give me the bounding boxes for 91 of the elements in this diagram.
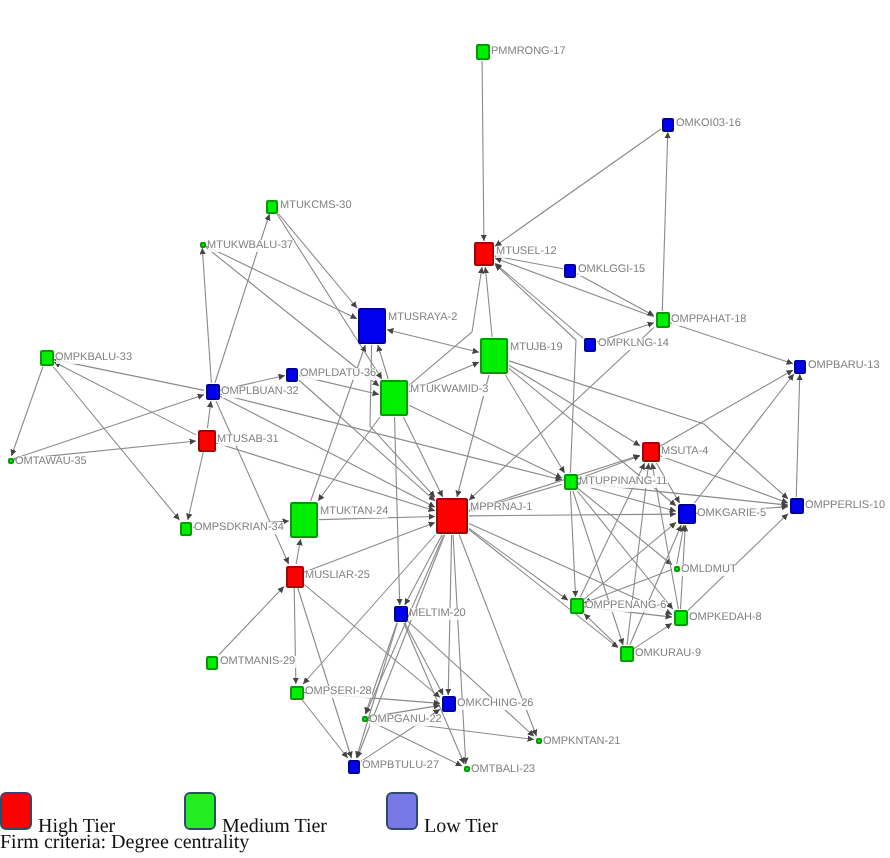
arrow [53, 361, 197, 436]
arrow [393, 416, 403, 606]
arrow [53, 357, 205, 391]
arrow [494, 257, 655, 318]
arrow [626, 462, 652, 646]
arrow [455, 374, 490, 498]
arrow [577, 487, 673, 566]
arrow [659, 369, 794, 447]
arrow [583, 568, 673, 604]
arrow [508, 360, 789, 500]
arrow [468, 528, 619, 649]
arrow [403, 622, 465, 765]
arrow [504, 374, 566, 474]
arrow [219, 393, 563, 482]
arrow [458, 534, 538, 737]
arrow [303, 521, 436, 573]
arrow [218, 585, 285, 656]
arrow [386, 328, 480, 354]
arrow [569, 490, 579, 598]
arrow [482, 266, 493, 338]
note-text: Firm criteria: Degree centrality [0, 832, 250, 856]
arrow [364, 622, 398, 715]
arrow [452, 534, 469, 765]
arrow [577, 483, 677, 513]
arrow [649, 462, 679, 610]
arrow [206, 400, 214, 429]
arrow [404, 622, 444, 696]
arrow [219, 395, 436, 508]
arrow [186, 451, 204, 521]
arrow [318, 513, 436, 521]
arrow [199, 247, 212, 384]
arrow [576, 273, 655, 317]
arrow [317, 416, 381, 502]
arrow [292, 587, 299, 685]
arrow [679, 524, 689, 610]
arrow [276, 213, 383, 380]
arrow [508, 364, 641, 447]
arrow [576, 490, 674, 610]
arrow [404, 534, 443, 606]
arrow [468, 326, 655, 501]
arrow [215, 442, 436, 512]
arrow [583, 521, 677, 600]
arrow [407, 620, 535, 737]
arrow [376, 344, 389, 380]
arrow [659, 455, 789, 504]
arrow [402, 416, 444, 498]
arrow [468, 527, 569, 601]
arrow [687, 513, 789, 611]
arrow [302, 534, 436, 685]
arrow [508, 367, 677, 507]
arrow [215, 400, 290, 565]
arrow [693, 373, 795, 504]
arrow [494, 262, 584, 339]
arrow [303, 583, 441, 698]
arrow [369, 344, 436, 498]
arrow [297, 587, 353, 759]
arrow [355, 622, 398, 759]
arrow [661, 131, 671, 312]
arrow [676, 524, 686, 565]
arrow [596, 321, 655, 343]
arrow [408, 404, 563, 479]
arrow [295, 538, 303, 565]
arrow [298, 379, 436, 502]
arrow [52, 366, 180, 521]
arrow [577, 455, 641, 480]
arrow [795, 373, 803, 498]
arrow [583, 613, 619, 647]
arrow [356, 534, 446, 759]
arrow [310, 344, 367, 502]
legend-label: High Tier [38, 816, 116, 838]
arrow [301, 699, 349, 759]
arrow [633, 622, 673, 650]
arrow [494, 263, 577, 474]
legend-label: Low Tier [424, 816, 498, 838]
arrow [629, 524, 682, 646]
arrow [468, 510, 677, 518]
arrow [214, 213, 271, 384]
arrow [669, 322, 794, 365]
arrow [365, 534, 445, 715]
arrow [445, 534, 453, 696]
arrow [10, 366, 44, 457]
arrow [367, 719, 463, 767]
arrow [494, 128, 662, 247]
arrow [572, 490, 625, 646]
arrow [494, 254, 564, 270]
arrow [579, 462, 646, 598]
arrow [205, 245, 358, 320]
arrow [408, 266, 485, 386]
arrow [278, 213, 358, 309]
arrow [205, 246, 380, 387]
arrow [13, 393, 205, 460]
